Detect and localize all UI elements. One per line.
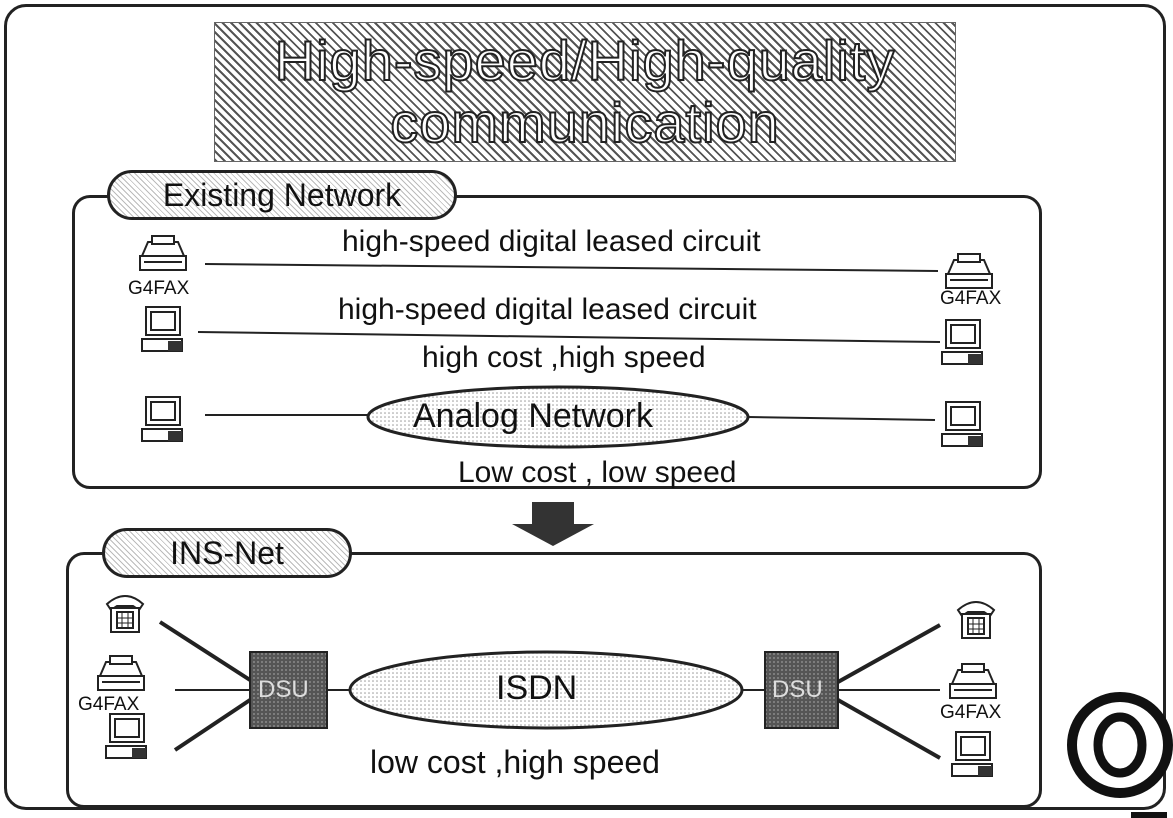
- telephone-icon: [106, 595, 144, 633]
- isdn-ellipse: [348, 650, 744, 730]
- ins-fax-label-left: G4FAX: [78, 694, 140, 715]
- dsu-label-right: DSU: [772, 676, 823, 703]
- computer-icon: [951, 731, 993, 777]
- leased-line-2-label: high-speed digital leased circuit: [338, 293, 757, 326]
- title-line-2: communication: [389, 91, 780, 155]
- ins-note: low cost ,high speed: [370, 744, 660, 780]
- fax-icon: [949, 663, 997, 699]
- fax-label-right: G4FAX: [940, 288, 1002, 309]
- slide-frame: [4, 4, 1166, 810]
- down-arrow-icon: [512, 502, 594, 546]
- ins-fax-label-right: G4FAX: [940, 702, 1002, 723]
- computer-icon: [941, 401, 983, 447]
- analog-network-ellipse: [366, 385, 750, 449]
- low-cost-note: Low cost , low speed: [458, 456, 737, 489]
- isdn-label: ISDN: [496, 669, 578, 707]
- dsu-box-left: [249, 651, 328, 729]
- leased-line-1: [204, 263, 939, 272]
- existing-network-label: Existing Network: [162, 176, 402, 213]
- dsu-box-right: [764, 651, 839, 729]
- fax-label-left: G4FAX: [128, 278, 190, 299]
- telephone-icon: [957, 601, 995, 639]
- ins-net-panel: [66, 552, 1042, 808]
- leased-line-1-label: high-speed digital leased circuit: [342, 225, 761, 258]
- title-banner: [214, 22, 956, 162]
- dsu-label-left: DSU: [258, 676, 309, 703]
- existing-network-pill: Existing Network: [107, 170, 457, 220]
- title-line-1: High-speed/High-quality: [274, 29, 896, 93]
- ntt-logo-icon: [1067, 692, 1173, 818]
- computer-icon: [941, 319, 983, 365]
- existing-network-panel: [72, 195, 1042, 489]
- computer-icon: [141, 396, 183, 442]
- computer-icon: [141, 306, 183, 352]
- analog-line-right: [747, 416, 936, 421]
- fax-icon: [945, 253, 993, 289]
- high-cost-note: high cost ,high speed: [422, 341, 706, 374]
- ins-net-label: INS-Net: [170, 534, 284, 571]
- analog-network-label: Analog Network: [413, 397, 654, 435]
- computer-icon: [105, 713, 147, 759]
- slide-title: High-speed/High-quality communication: [214, 22, 956, 162]
- fax-icon: [139, 235, 187, 271]
- leased-line-2: [197, 331, 941, 343]
- fax-icon: [97, 655, 145, 691]
- ins-net-pill: INS-Net: [102, 528, 352, 578]
